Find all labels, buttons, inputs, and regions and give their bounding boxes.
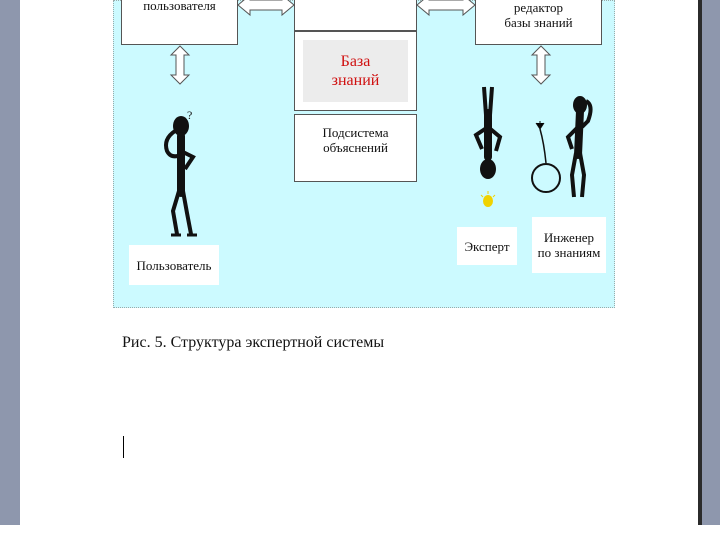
inference-box (294, 0, 417, 31)
expert-label-box: Эксперт (457, 227, 517, 265)
figure-caption: Рис. 5. Структура экспертной системы (122, 334, 385, 351)
knowledge-base-label: База знаний (331, 53, 380, 89)
engineer-label: Инженер по знаниям (537, 230, 601, 260)
text-cursor[interactable] (123, 436, 124, 458)
editor-label: редактор базы знаний (504, 0, 573, 30)
double-arrow-icon (416, 0, 476, 17)
question-mark: ? (187, 108, 192, 122)
user-label-box: Пользователь (129, 245, 219, 285)
double-arrow-icon (237, 0, 295, 17)
user-interface-label: пользователя (143, 0, 216, 13)
double-arrow-icon (169, 45, 191, 85)
expert-system-diagram: пользователя редактор базы знаний База з… (113, 0, 615, 308)
left-margin-bar (0, 0, 20, 525)
expert-figure-icon (473, 86, 503, 179)
user-figure-icon: ? (164, 108, 197, 237)
user-label: Пользователь (136, 257, 212, 273)
knowledge-base-editor-box: редактор базы знаний (475, 0, 602, 45)
page-edge-shadow (698, 0, 702, 525)
engineer-figure-icon (531, 96, 593, 198)
expert-label: Эксперт (464, 238, 510, 254)
user-interface-box: пользователя (121, 0, 238, 45)
right-margin-bar (702, 0, 720, 525)
double-arrow-icon (530, 45, 552, 85)
engineer-label-box: Инженер по знаниям (532, 217, 606, 273)
lightbulb-icon (480, 191, 496, 207)
knowledge-base-box: База знаний (294, 31, 417, 111)
explanation-subsystem-box: Подсистема объяснений (294, 114, 417, 182)
explanation-subsystem-label: Подсистема объяснений (322, 125, 389, 155)
